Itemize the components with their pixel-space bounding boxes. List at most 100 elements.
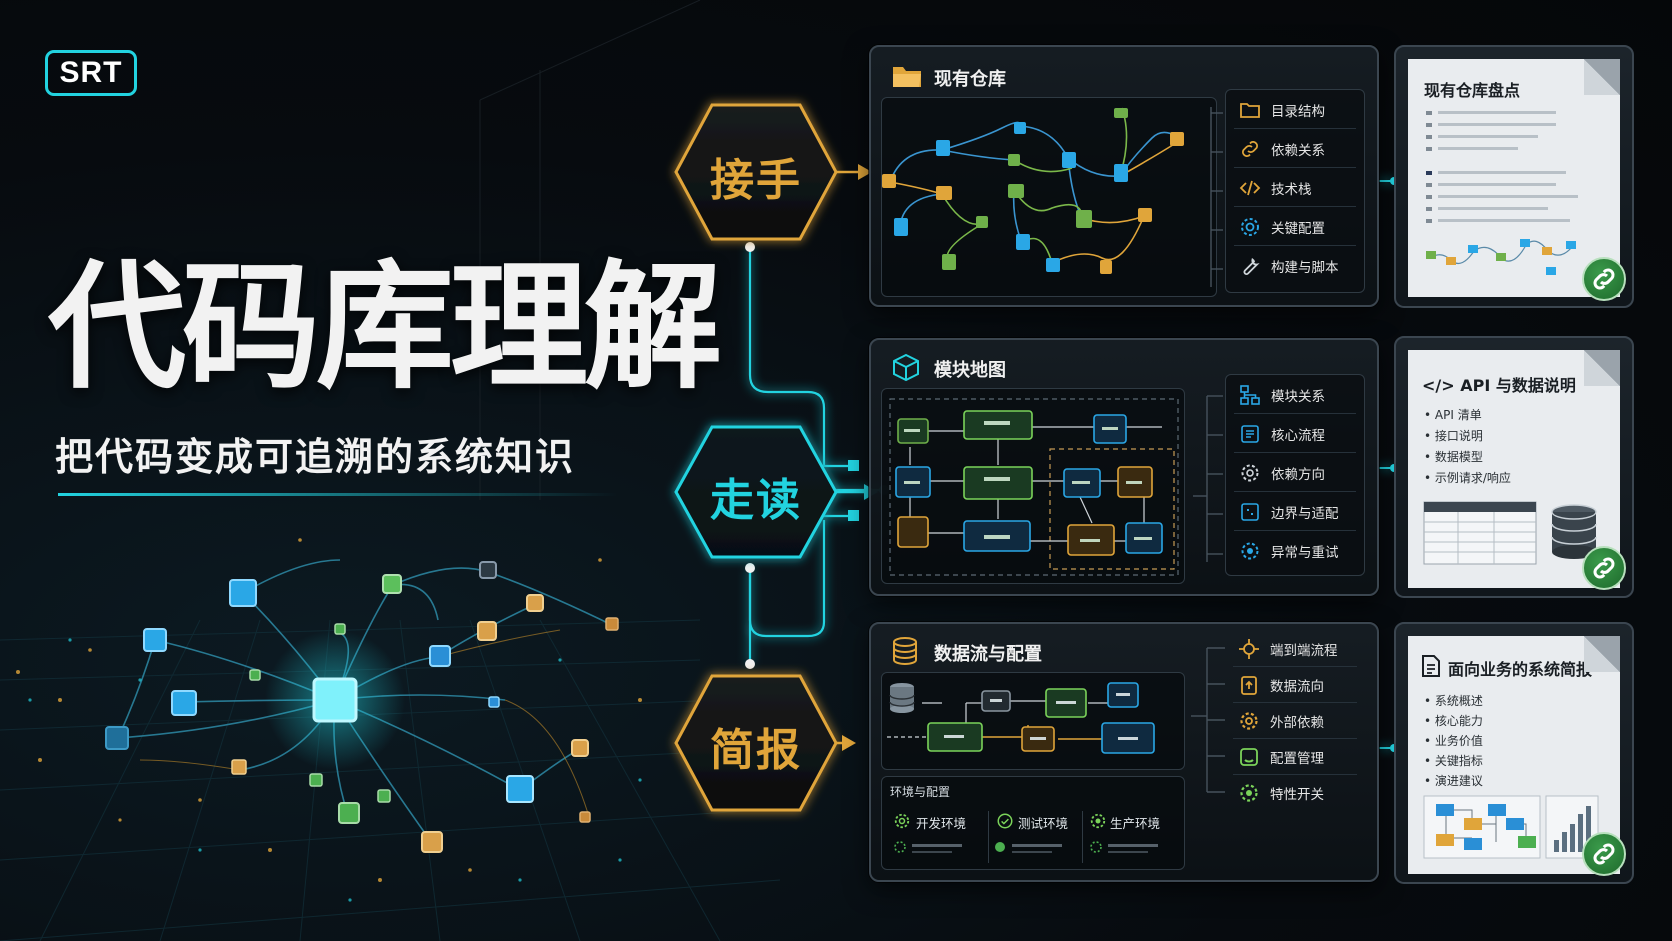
config-icon (1240, 748, 1258, 766)
subtitle-underline (58, 493, 618, 496)
doc-inventory-page: 现有仓库盘点 (1408, 59, 1620, 297)
list-item-config-mgmt: 配置管理 (1233, 740, 1357, 775)
doc-brief-fold (1584, 636, 1620, 672)
doc-api-bullet-1: • API 清单 (1424, 408, 1482, 422)
module-map-svg (889, 398, 1179, 576)
doc-card-api: </> API 与数据说明 • API 清单 • 接口说明 • 数据模型 • 示… (1394, 336, 1634, 598)
doc-card-brief: 面向业务的系统简报 • 系统概述 • 核心能力 • 业务价值 • 关键指标 • … (1394, 622, 1634, 884)
doc-inventory-title: 现有仓库盘点 (1424, 81, 1521, 100)
env-config-title: 环境与配置 (890, 785, 951, 799)
list-item-error-retry: 异常与重试 (1234, 533, 1356, 569)
list-item-dependencies: 依赖关系 (1234, 131, 1356, 168)
chain-link-icon (1593, 557, 1615, 579)
hex-briefing (674, 674, 838, 812)
env-dev: 开发环境 (916, 816, 967, 831)
end-to-end-icon (1239, 639, 1259, 659)
env-placeholder-lines (894, 841, 1158, 853)
external-gear-icon (1240, 712, 1258, 730)
doc-inventory-content (1422, 111, 1612, 291)
prod-env-gear-icon (1090, 813, 1106, 829)
doc-brief-bullet-3: • 业务价值 (1424, 734, 1483, 748)
file-graph-svg (882, 107, 1184, 274)
hex-handover (674, 103, 838, 241)
panel-dataflow-title: 数据流与配置 (934, 644, 1042, 665)
doc-brief-bullet-1: • 系统概述 (1424, 694, 1483, 708)
panel-modules-title: 模块地图 (934, 360, 1006, 381)
hierarchy-icon (1240, 385, 1260, 405)
doc-api-bullet-4: • 示例请求/响应 (1424, 471, 1511, 485)
list-item-key-config: 关键配置 (1234, 209, 1356, 246)
code-icon (1239, 180, 1261, 196)
panel-modules: 模块地图 (869, 338, 1379, 596)
dataflow-diagram (881, 672, 1185, 770)
repo-aspect-list: 目录结构 依赖关系 技术栈 关键配置 构建与脚本 (1225, 89, 1365, 293)
boundary-icon (1241, 503, 1259, 521)
environment-config: 环境与配置 开发环境 测试环境 生产环境 (881, 776, 1185, 870)
list-item-core-flow: 核心流程 (1234, 416, 1356, 453)
list-item-tech-stack: 技术栈 (1234, 170, 1356, 207)
doc-brief-page: 面向业务的系统简报 • 系统概述 • 核心能力 • 业务价值 • 关键指标 • … (1408, 636, 1620, 874)
modules-list-connector (1193, 395, 1223, 562)
module-map (881, 388, 1185, 584)
stage-label-briefing: 简报 (710, 725, 802, 776)
folder-outline-icon (1240, 103, 1260, 118)
dev-env-gear-icon (894, 813, 910, 829)
cube-icon (893, 353, 919, 382)
env-divider-1 (988, 811, 989, 863)
doc-api-bullet-2: • 接口说明 (1424, 429, 1483, 443)
chain-link-icon (1593, 268, 1615, 290)
list-item-feature-flags: 特性开关 (1233, 776, 1357, 810)
dataflow-svg (884, 682, 1155, 754)
hex-walkthrough (674, 425, 838, 559)
env-prod: 生产环境 (1110, 816, 1161, 831)
doc-brief-bullet-5: • 演进建议 (1424, 774, 1483, 788)
toggle-gear-icon (1240, 784, 1258, 802)
flow-list-icon (1241, 425, 1259, 443)
brief-diagram-graphic (1422, 794, 1612, 868)
repo-file-graph (881, 97, 1217, 297)
list-item-data-direction: 数据流向 (1233, 668, 1357, 703)
doc-api-fold (1584, 350, 1620, 386)
database-icon (893, 637, 917, 666)
doc-inventory-fold (1584, 59, 1620, 95)
env-divider-2 (1082, 811, 1083, 863)
panel-repo: 现有仓库 (869, 45, 1379, 307)
list-item-module-relations: 模块关系 (1234, 377, 1356, 414)
list-item-dir-structure: 目录结构 (1234, 92, 1356, 129)
list-item-external-deps: 外部依赖 (1233, 704, 1357, 739)
panel-repo-title: 现有仓库 (934, 69, 1006, 90)
doc-brief-link-badge[interactable] (1582, 832, 1626, 876)
subtitle: 把代码变成可追溯的系统知识 (55, 435, 576, 479)
stage-label-walkthrough: 走读 (710, 475, 802, 526)
doc-api-link-badge[interactable] (1582, 546, 1626, 590)
document-icon (1420, 654, 1442, 678)
env-test: 测试环境 (1018, 816, 1069, 831)
test-env-check-icon (997, 813, 1013, 829)
doc-api-title: </> API 与数据说明 (1422, 376, 1576, 395)
dataflow-aspect-list: 端到端流程 数据流向 外部依赖 配置管理 特性开关 (1225, 632, 1365, 818)
repo-list-connector (1210, 107, 1223, 287)
list-item-end-to-end: 端到端流程 (1233, 632, 1357, 667)
srt-logo: SRT (45, 50, 137, 96)
list-item-build-scripts: 构建与脚本 (1234, 248, 1356, 284)
doc-card-inventory: 现有仓库盘点 (1394, 45, 1634, 308)
dependency-gear-icon (1241, 464, 1259, 482)
list-item-boundary-adapter: 边界与适配 (1234, 494, 1356, 531)
dataflow-list-connector (1191, 647, 1225, 793)
doc-brief-title: 面向业务的系统简报 (1448, 660, 1593, 679)
doc-api-bullet-3: • 数据模型 (1424, 450, 1483, 464)
folder-icon (893, 67, 921, 87)
wrench-icon (1243, 258, 1260, 275)
doc-api-page: </> API 与数据说明 • API 清单 • 接口说明 • 数据模型 • 示… (1408, 350, 1620, 588)
panel-dataflow: 数据流与配置 (869, 622, 1379, 882)
doc-inventory-link-badge[interactable] (1582, 257, 1626, 301)
chain-link-icon (1593, 843, 1615, 865)
main-title: 代码库理解 (48, 247, 722, 408)
upload-clipboard-icon (1241, 676, 1257, 695)
doc-brief-bullet-2: • 核心能力 (1424, 714, 1483, 728)
module-aspect-list: 模块关系 核心流程 依赖方向 边界与适配 异常与重试 (1225, 374, 1365, 576)
retry-gear-icon (1241, 542, 1259, 560)
stage-label-handover: 接手 (710, 155, 802, 206)
